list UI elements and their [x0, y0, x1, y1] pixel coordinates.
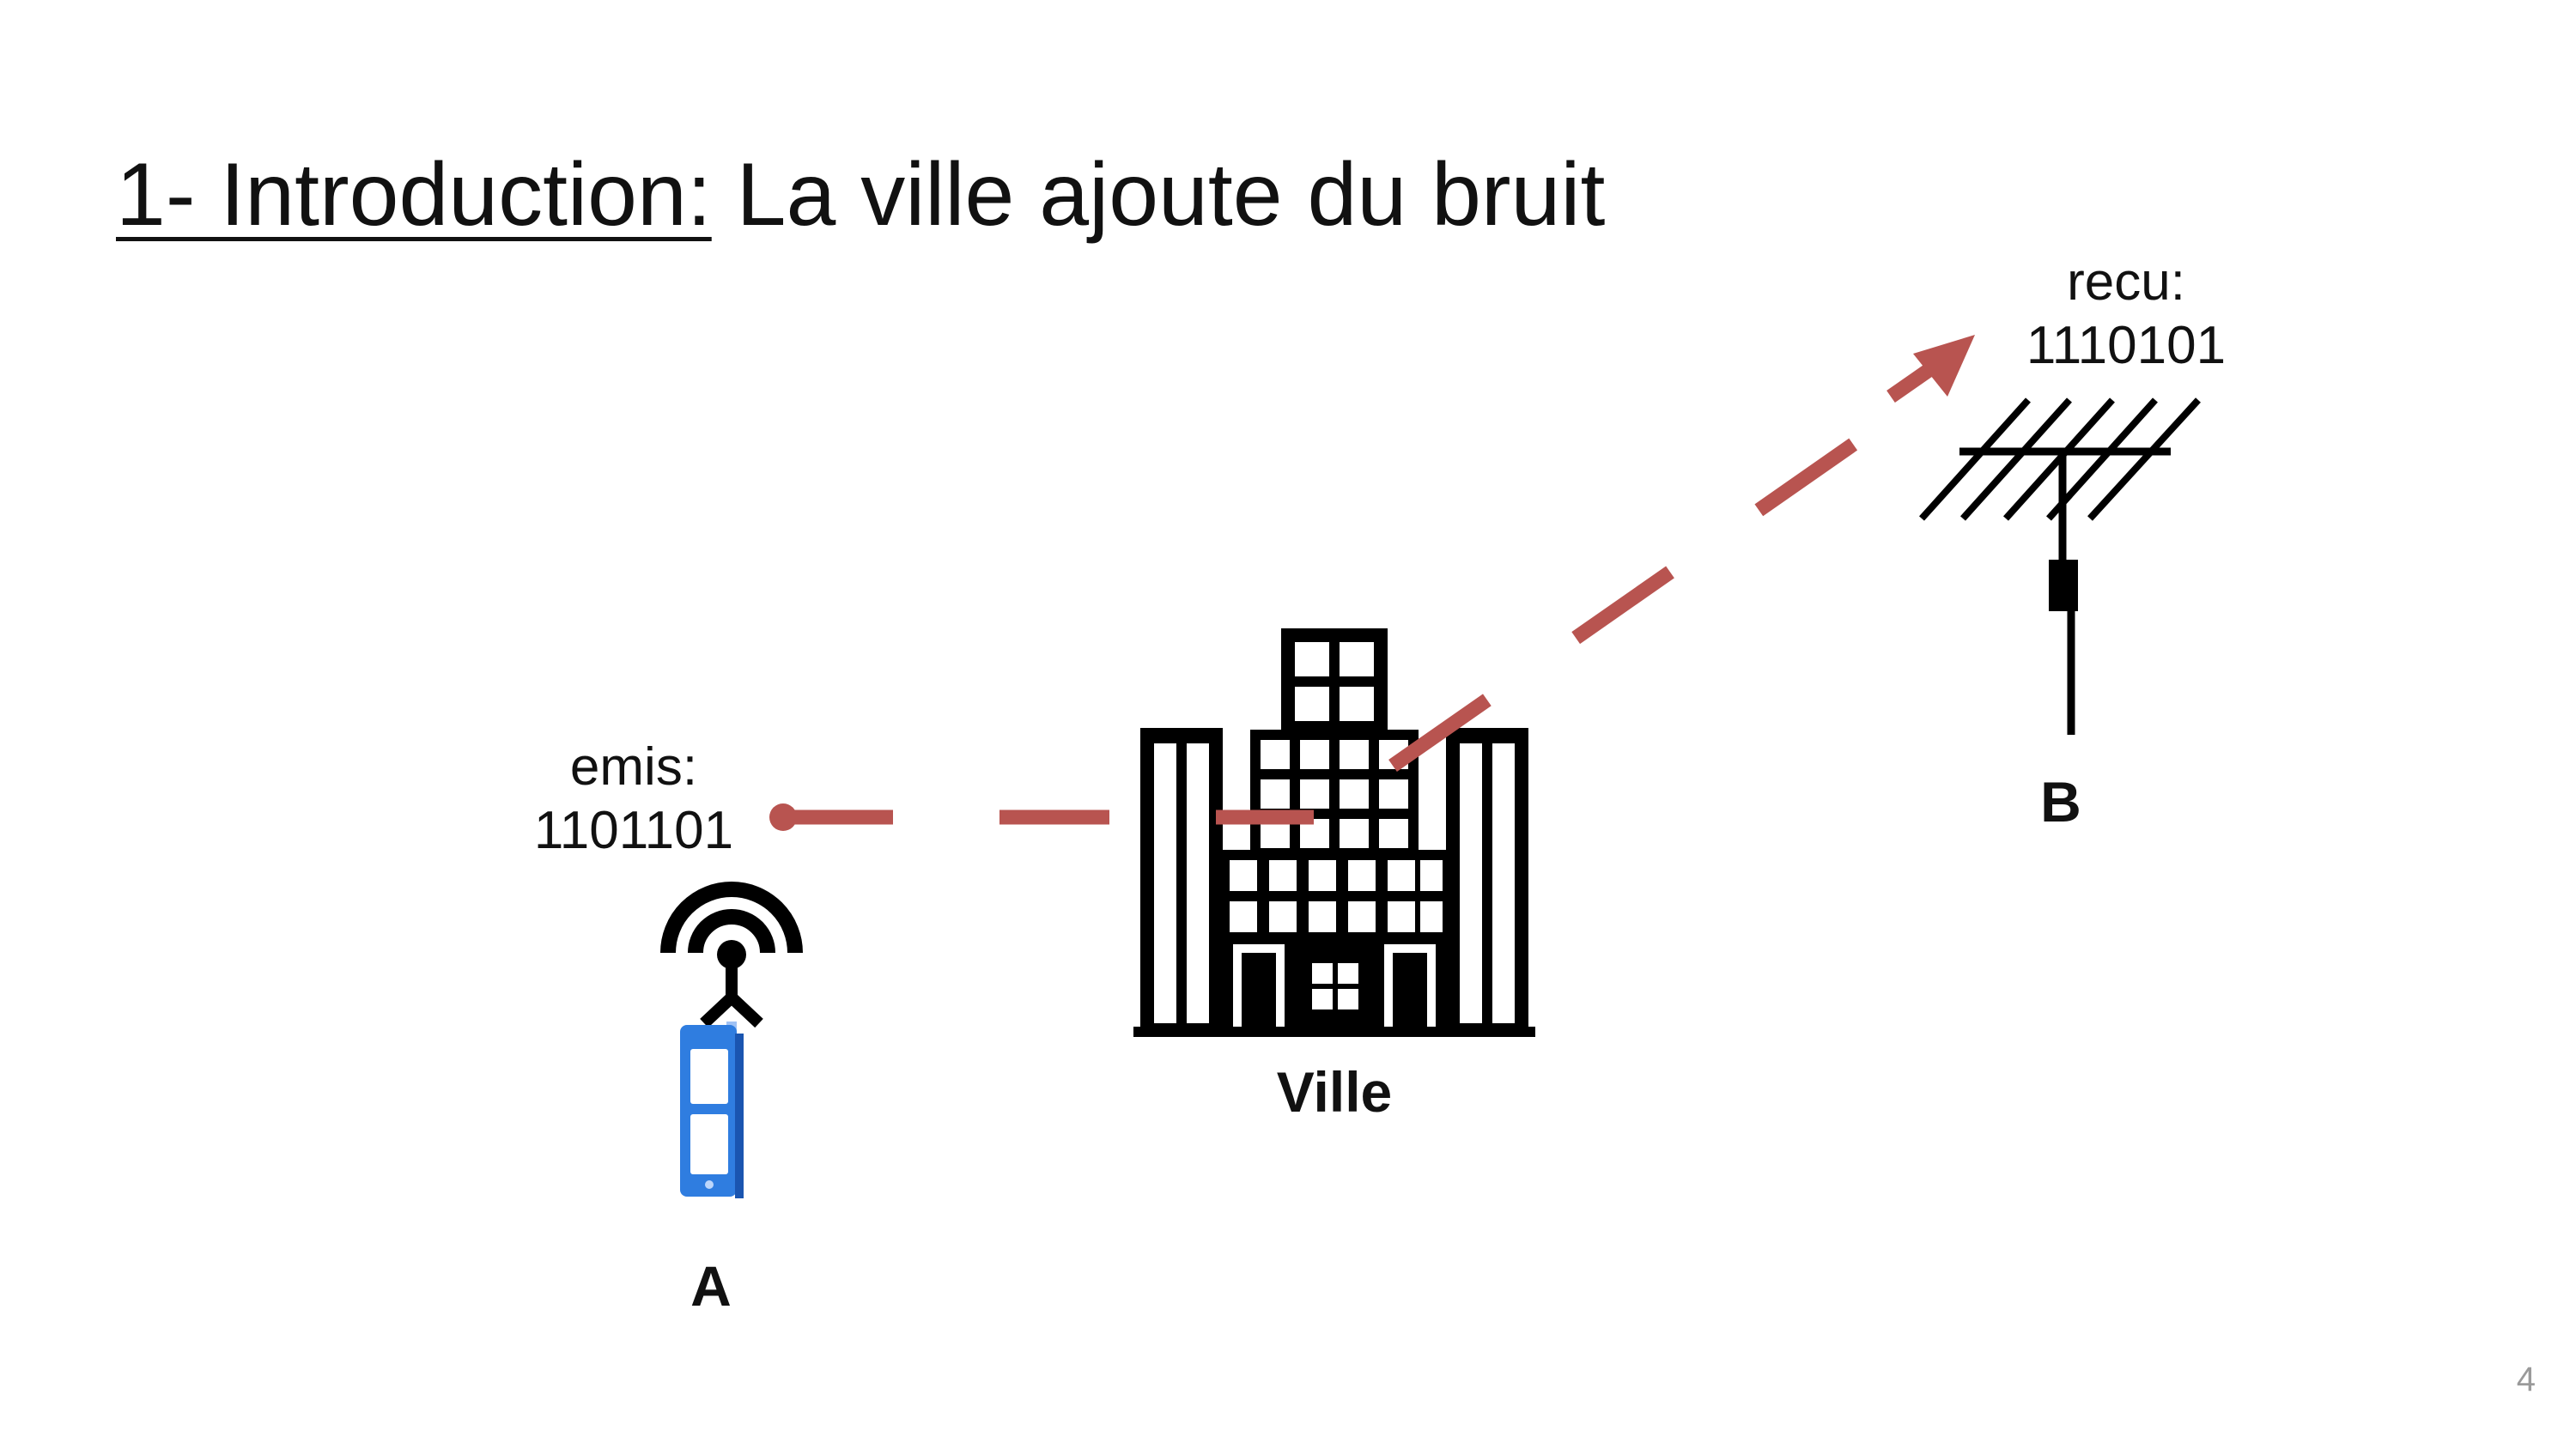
sender-text: emis: 1101101 — [513, 736, 754, 863]
slide-title: 1- Introduction: La ville ajoute du brui… — [116, 150, 1605, 239]
sender-caption: emis: — [569, 737, 698, 797]
receiver-text: recu: 1110101 — [2006, 251, 2246, 378]
sender-bits: 1101101 — [533, 801, 734, 860]
receiver-caption: recu: — [2067, 252, 2185, 312]
receiver-bits: 1110101 — [2026, 316, 2227, 375]
title-section: 1- Introduction: — [116, 145, 712, 245]
node-label-b: B — [2040, 770, 2081, 834]
title-text: La ville ajoute du bruit — [711, 145, 1606, 245]
node-label-a: A — [690, 1254, 732, 1318]
page-number: 4 — [2516, 1361, 2536, 1398]
city-label: Ville — [1276, 1060, 1393, 1124]
